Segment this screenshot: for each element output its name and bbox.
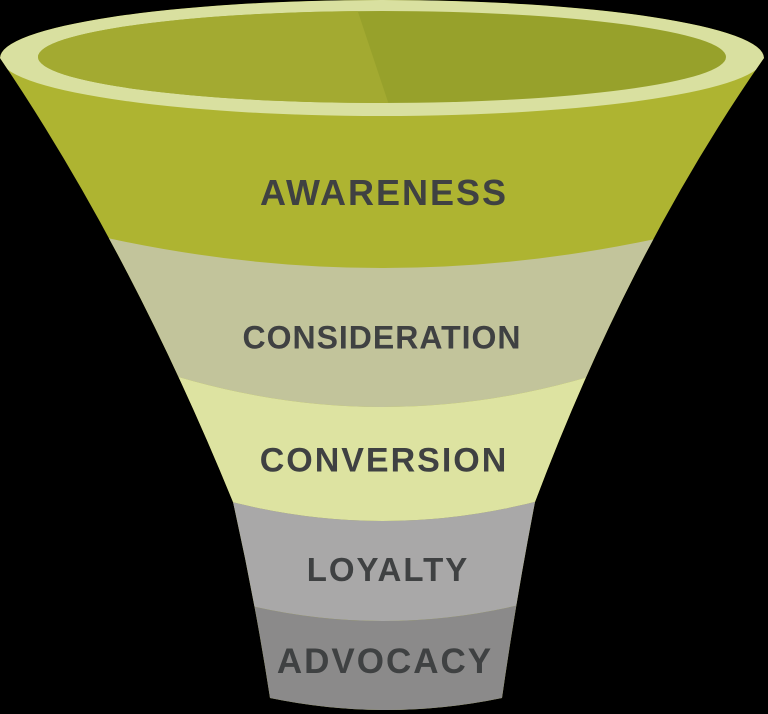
stage-label-advocacy: ADVOCACY	[276, 642, 494, 681]
stage-label-awareness: AWARENESS	[259, 172, 509, 213]
bowl-interior-highlight	[38, 11, 390, 103]
stage-label-loyalty: LOYALTY	[306, 551, 470, 588]
stage-band-consideration	[0, 207, 764, 407]
stage-label-conversion: CONVERSION	[259, 441, 509, 480]
stage-label-consideration: CONSIDERATION	[242, 319, 522, 356]
